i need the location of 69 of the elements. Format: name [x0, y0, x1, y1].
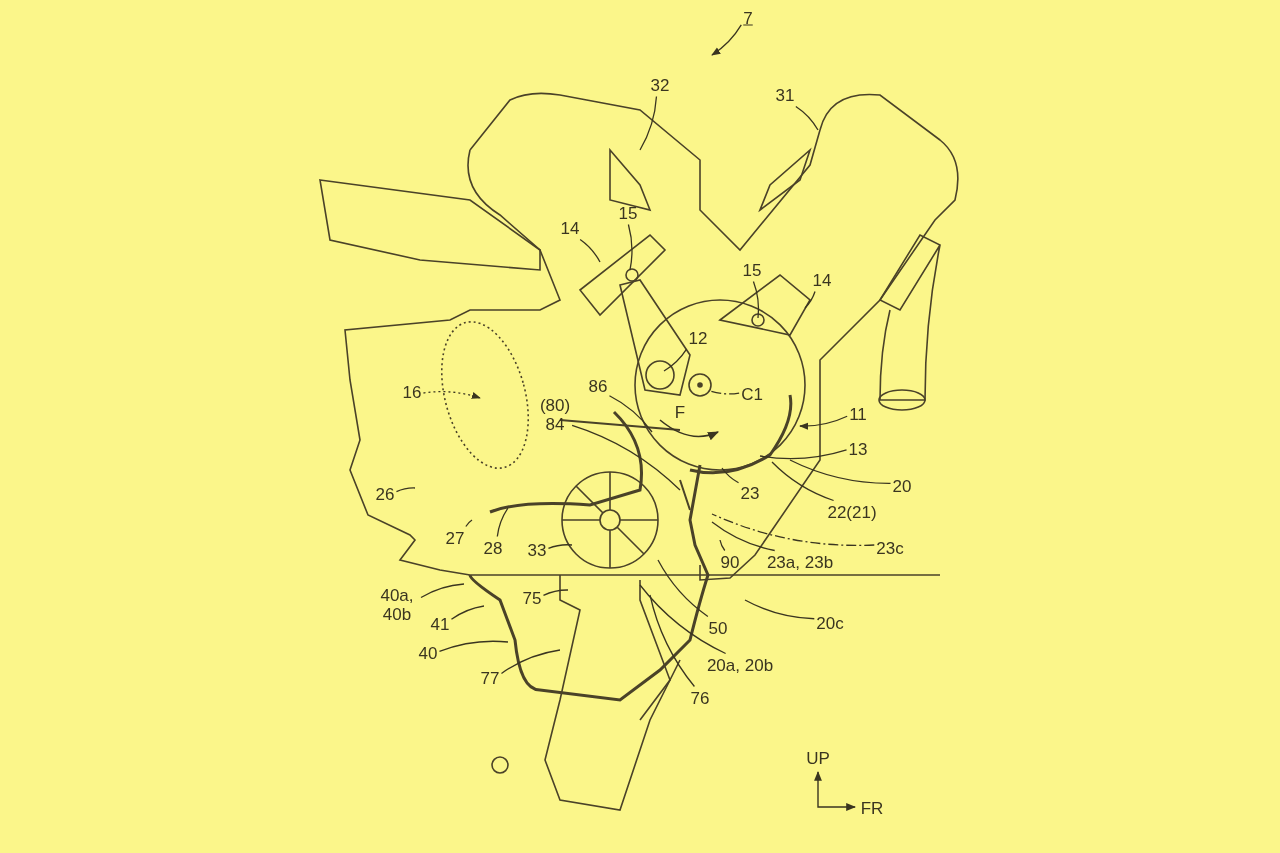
callout-number: 20 — [892, 476, 912, 496]
axis-label: FR — [860, 798, 884, 818]
leader-arrow — [422, 391, 481, 399]
leader-line — [771, 461, 835, 502]
callout-number: 22(21) — [827, 502, 877, 522]
callout-number: 20c — [816, 613, 844, 633]
callout-number: (80) 84 — [539, 396, 571, 434]
leader-line — [627, 223, 633, 271]
callout-number: 20a, 20b — [706, 655, 774, 675]
callout-number: 7 — [743, 8, 753, 28]
leader-line — [657, 559, 709, 618]
leader-line — [496, 507, 509, 538]
leader-line — [571, 424, 681, 491]
callout-number: 11 — [849, 404, 867, 424]
callout-number: 13 — [848, 439, 868, 459]
callout-number: 40a, 40b — [375, 586, 419, 624]
callout-number: 86 — [588, 376, 608, 396]
callout-number: 40 — [418, 643, 438, 663]
leader-line — [663, 348, 688, 372]
leader-line — [649, 594, 696, 688]
callout-number: 14 — [560, 218, 580, 238]
leader-line — [579, 238, 601, 263]
leader-line — [438, 640, 509, 653]
callout-number: 31 — [775, 85, 795, 105]
callout-number: 26 — [375, 484, 395, 504]
leader-line — [789, 459, 892, 484]
leader-line — [719, 539, 726, 552]
leader-line — [804, 290, 816, 309]
callout-number: 27 — [445, 528, 465, 548]
leader-line — [711, 513, 875, 547]
leader-line — [711, 521, 776, 552]
leader-line — [542, 589, 569, 597]
leader-line — [639, 584, 727, 655]
callout-number: C1 — [741, 384, 763, 404]
leader-line — [795, 105, 819, 131]
callout-number: 33 — [527, 540, 547, 560]
leader-line — [709, 390, 740, 395]
callout-number: 23c — [876, 538, 904, 558]
callout-number: 50 — [708, 618, 728, 638]
callout-number: 15 — [618, 203, 638, 223]
callout-number: 77 — [480, 668, 500, 688]
axis-label: UP — [806, 748, 830, 768]
callout-number: 28 — [483, 538, 503, 558]
callout-number: 12 — [688, 328, 708, 348]
callout-number: 75 — [522, 588, 542, 608]
leader-line — [547, 544, 573, 549]
leader-line — [450, 605, 485, 620]
leader-line — [395, 487, 416, 493]
leader-arrow — [711, 24, 742, 56]
leader-line — [639, 95, 658, 151]
leader-line — [752, 280, 760, 319]
leader-line — [465, 519, 473, 528]
callout-number: 90 — [720, 552, 740, 572]
callout-number: 23a, 23b — [766, 552, 834, 572]
callout-number: 32 — [650, 75, 670, 95]
callout-number: 23 — [740, 483, 760, 503]
callout-number: 76 — [690, 688, 710, 708]
callout-number: 14 — [812, 270, 832, 290]
direction-label: F — [674, 402, 686, 422]
leader-line — [420, 583, 465, 599]
callout-number: 41 — [430, 614, 450, 634]
leader-line — [744, 599, 815, 620]
callout-number: 16 — [402, 382, 422, 402]
leader-line — [759, 449, 848, 460]
leader-line — [721, 467, 740, 484]
leader-line — [608, 395, 653, 433]
callout-number: 15 — [742, 260, 762, 280]
leader-line — [500, 649, 561, 675]
leader-arrow — [799, 415, 848, 430]
